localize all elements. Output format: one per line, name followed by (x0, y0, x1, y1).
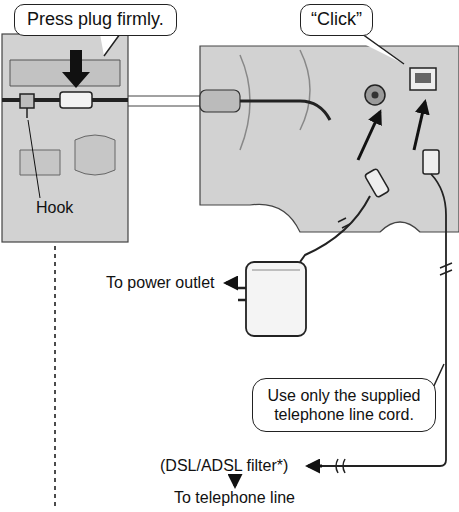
base-bottom (300, 50, 310, 130)
hook-leader (28, 120, 40, 198)
note-label: (DSL/ADSL filter*) (160, 457, 288, 475)
base-bottom (410, 68, 436, 90)
detail-panel (75, 135, 115, 175)
detail-panel (2, 34, 128, 242)
telephone-line-cord (440, 263, 452, 275)
power-cord (338, 218, 350, 228)
base-bottom (240, 101, 330, 120)
telephone-line-cord (336, 459, 345, 473)
callout-tail (100, 34, 120, 56)
base-bottom (365, 85, 385, 105)
detail-panel (20, 150, 60, 175)
detail-panel (62, 50, 90, 88)
callout-text: “Click” (311, 9, 362, 31)
base-bottom (372, 92, 379, 99)
callout-box: Press plug firmly. (14, 4, 177, 36)
base-bottom (200, 46, 459, 232)
base-bottom (200, 90, 240, 112)
power-cord (300, 168, 390, 262)
telephone-line-cord (234, 474, 237, 486)
detail-panel (20, 94, 34, 108)
ac-adapter (252, 270, 300, 271)
callout-text: Press plug firmly. (27, 9, 164, 31)
callout-tail (344, 34, 404, 64)
ac-adapter (226, 282, 234, 285)
ac-adapter (226, 262, 306, 336)
detail-panel (26, 108, 28, 118)
callout-text: Use only the supplied telephone line cor… (261, 386, 427, 424)
detail-panel (60, 92, 92, 108)
ac-adapter (246, 262, 306, 336)
destination-label: To power outlet (106, 274, 215, 292)
ac-adapter (238, 288, 246, 300)
zoom-lines (128, 96, 205, 106)
detail-panel (2, 34, 128, 242)
power-cord (364, 168, 389, 198)
base-bottom (200, 46, 459, 232)
telephone-line-cord (423, 150, 439, 174)
telephone-line-cord (235, 150, 452, 486)
insert-arrow (358, 112, 380, 160)
destination-label: To telephone line (174, 489, 295, 507)
callout-bubble: Use only the supplied telephone line cor… (252, 378, 436, 432)
dashed-guide (54, 246, 56, 510)
part-label: Hook (36, 199, 73, 217)
insert-arrow (414, 102, 425, 150)
telephone-line-cord (308, 465, 322, 468)
base-bottom (415, 73, 431, 83)
power-cord (300, 196, 370, 262)
callout-box: “Click” (300, 4, 373, 36)
